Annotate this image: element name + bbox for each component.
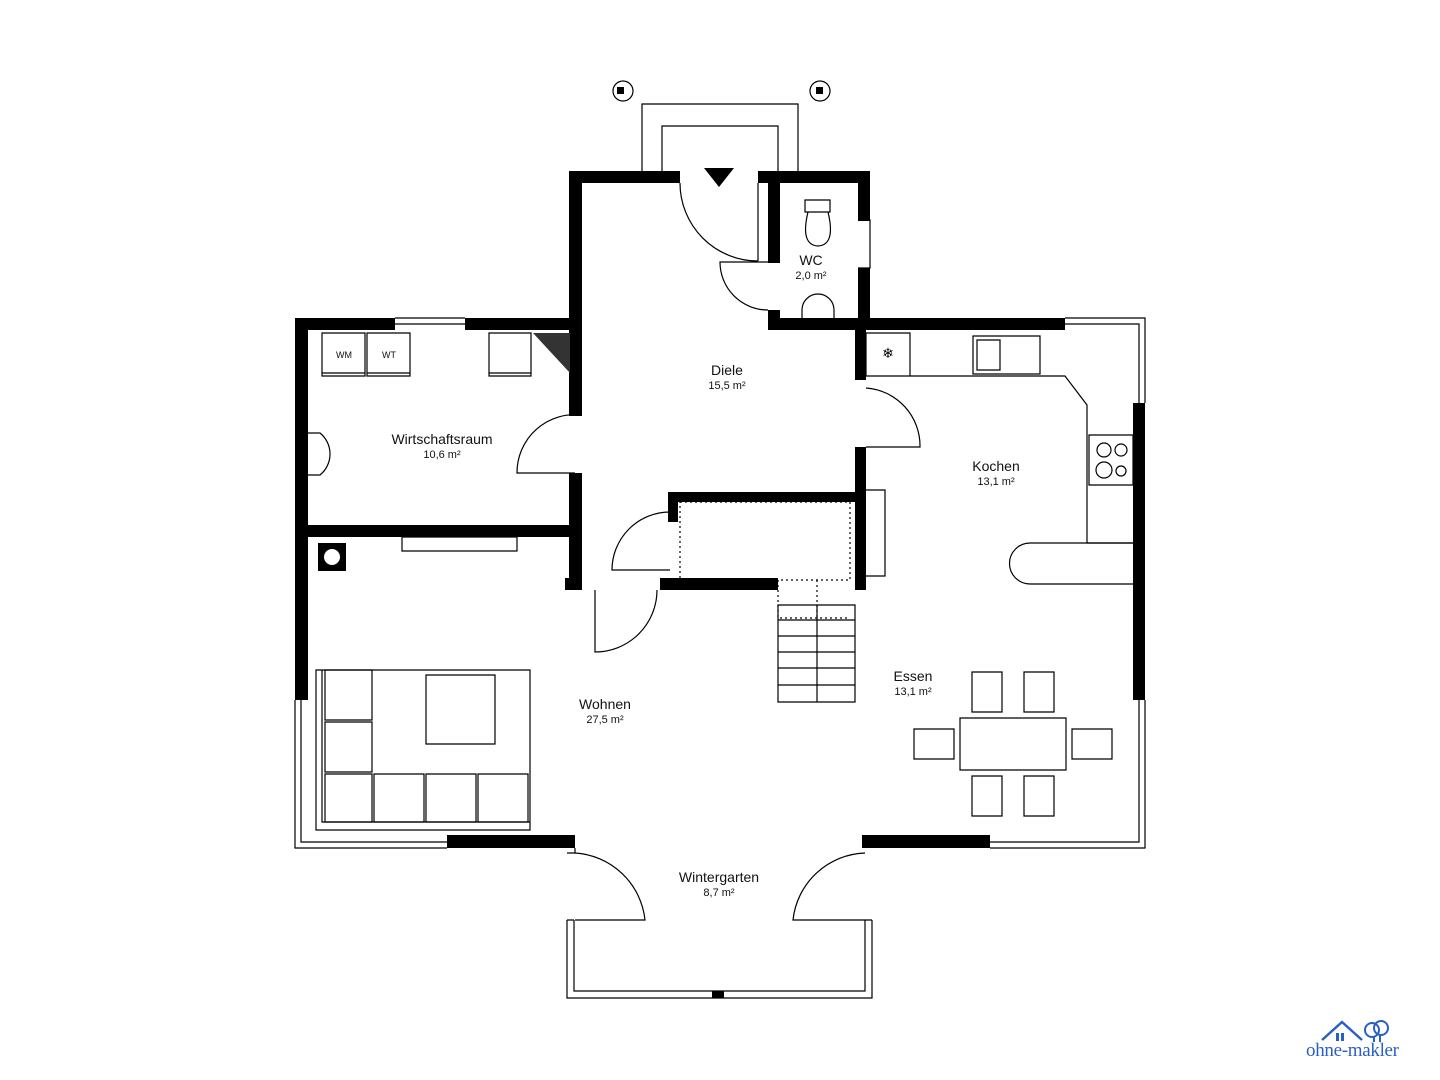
dryer-label: WT (382, 350, 396, 360)
outlines (294, 80, 1146, 999)
room-name: Wohnen (579, 696, 631, 712)
freezer-icon: ❄ (882, 345, 894, 361)
room-area: 27,5 m² (586, 714, 624, 726)
room-name: WC (799, 252, 822, 268)
room-kochen: Kochen 13,1 m² (972, 458, 1019, 488)
room-name: Kochen (972, 458, 1019, 474)
room-wohnen: Wohnen 27,5 m² (579, 696, 631, 726)
washer-label: WM (336, 350, 352, 360)
stove-icon (324, 549, 340, 565)
room-diele: Diele 15,5 m² (708, 362, 746, 392)
ohne-makler-logo: ohne-makler (1306, 1018, 1426, 1062)
room-name: Essen (894, 668, 933, 684)
room-wc: WC 2,0 m² (795, 252, 827, 282)
room-wintergarten: Wintergarten 8,7 m² (679, 869, 759, 899)
logo-text: ohne-makler (1306, 1040, 1399, 1061)
room-name: Diele (711, 362, 743, 378)
room-area: 13,1 m² (894, 686, 932, 698)
room-name: Wirtschaftsraum (391, 431, 492, 447)
room-area: 15,5 m² (708, 380, 746, 392)
room-area: 2,0 m² (795, 270, 827, 282)
room-wirtschaftsraum: Wirtschaftsraum 10,6 m² (391, 431, 492, 461)
room-area: 10,6 m² (423, 449, 461, 461)
room-name: Wintergarten (679, 869, 759, 885)
room-essen: Essen 13,1 m² (894, 668, 933, 698)
house-tree-icon (1321, 1020, 1389, 1042)
room-area: 13,1 m² (977, 476, 1015, 488)
walls (295, 87, 1145, 998)
room-area: 8,7 m² (703, 887, 735, 899)
